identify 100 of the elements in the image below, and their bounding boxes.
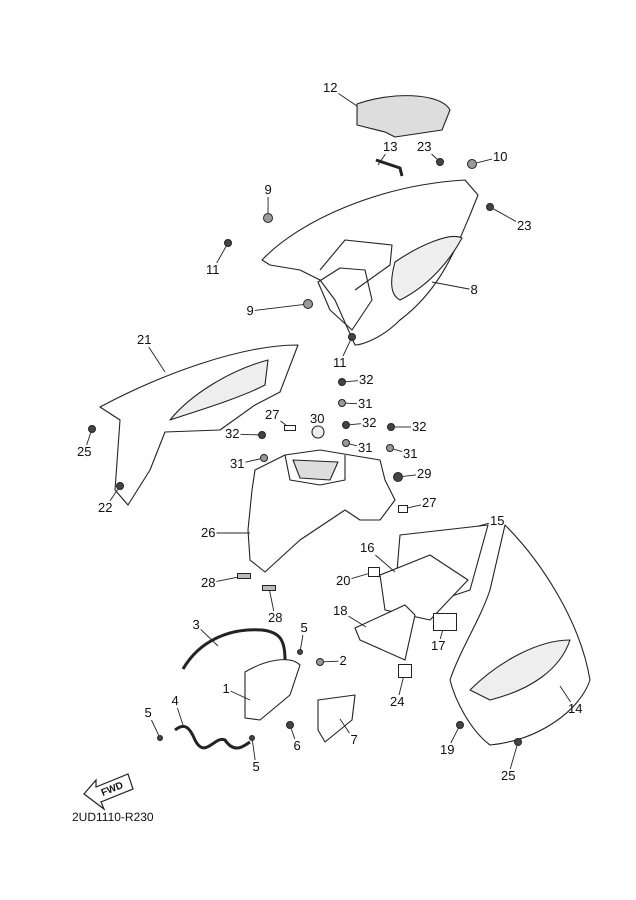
callout-number: 12 — [322, 81, 338, 95]
leader-line — [200, 628, 218, 646]
leader-line — [216, 246, 226, 264]
callout-number: 32 — [358, 373, 374, 387]
direction-label: FWD — [100, 780, 125, 799]
leader-line — [398, 678, 404, 696]
part-block — [433, 613, 457, 631]
fastener-head — [249, 735, 255, 741]
fastener-head — [338, 399, 346, 407]
callout-number: 31 — [229, 457, 246, 471]
leader-line — [560, 686, 572, 702]
callout-number: 11 — [205, 263, 220, 277]
fastener-head — [260, 454, 268, 462]
drawing-code: 2UD1110-R230 — [72, 810, 154, 824]
callout-number: 16 — [359, 541, 376, 555]
leader-line — [269, 590, 274, 612]
leader-line — [252, 740, 256, 760]
leader-line — [440, 630, 443, 640]
part-block — [368, 567, 380, 577]
fastener-head — [316, 658, 324, 666]
callout-number: 2 — [338, 654, 348, 668]
fastener-head — [342, 439, 350, 447]
leader-line — [86, 432, 92, 446]
leader-line — [402, 474, 416, 477]
callout-number: 5 — [252, 760, 261, 774]
fastener-head — [456, 721, 464, 729]
leader-line — [148, 346, 166, 372]
leader-line — [510, 745, 518, 770]
callout-number: 25 — [500, 769, 516, 783]
callout-number: 24 — [389, 695, 406, 709]
callout-number: 1 — [222, 682, 231, 696]
leader-line — [254, 304, 304, 311]
callout-number: 32 — [224, 427, 240, 441]
fastener-head — [342, 421, 350, 429]
leader-line — [342, 340, 351, 356]
part-block — [284, 425, 296, 431]
callout-number: 14 — [567, 702, 584, 716]
part-block — [237, 573, 251, 579]
callout-number: 9 — [246, 304, 255, 318]
leader-line — [280, 420, 286, 426]
callout-number: 20 — [335, 574, 352, 588]
callout-number: 5 — [144, 706, 153, 720]
leader-line — [476, 158, 492, 164]
callout-number: 28 — [200, 576, 216, 590]
callout-number: 3 — [192, 618, 201, 632]
fastener-head — [88, 425, 96, 433]
leader-line — [109, 488, 118, 502]
callout-number: 30 — [310, 411, 324, 426]
leader-line — [151, 720, 160, 736]
callout-number: 32 — [411, 420, 428, 434]
leader-line — [346, 380, 358, 382]
fastener-head — [303, 299, 313, 309]
leader-line — [240, 434, 258, 436]
callout-number: 4 — [170, 694, 180, 708]
callout-number: 28 — [267, 611, 284, 625]
fastener-head — [386, 444, 394, 452]
fastener-head — [514, 738, 522, 746]
fastener-head — [263, 213, 273, 223]
leader-line — [324, 660, 339, 662]
fastener-head — [338, 378, 346, 386]
callout-number: 10 — [492, 150, 508, 164]
fastener-head — [157, 735, 163, 741]
callout-number: 31 — [357, 441, 374, 455]
leader-line — [290, 728, 296, 740]
leader-line — [393, 448, 402, 452]
callout-number: 15 — [489, 514, 506, 528]
part-block — [398, 664, 412, 678]
callout-number: 7 — [350, 733, 359, 747]
fastener-head — [436, 158, 444, 166]
fastener-head — [224, 239, 232, 247]
callout-number: 32 — [361, 416, 378, 430]
fastener-head — [387, 423, 395, 431]
callout-number: 29 — [416, 467, 432, 481]
leader-line — [374, 554, 396, 572]
callout-number: 8 — [470, 283, 479, 297]
callout-number: 13 — [382, 140, 398, 154]
leader-line — [408, 504, 422, 508]
leader-line — [431, 154, 438, 160]
part-block — [262, 585, 276, 591]
callout-number: 26 — [200, 526, 216, 540]
leader-line — [351, 573, 368, 580]
callout-number: 18 — [332, 604, 348, 618]
part-block — [398, 505, 408, 513]
leader-line — [338, 93, 358, 106]
leader-line — [478, 522, 490, 526]
callout-number: 27 — [421, 496, 438, 510]
leader-line — [450, 728, 459, 744]
leader-line — [268, 196, 269, 214]
leader-line — [300, 634, 304, 650]
fastener-head — [486, 203, 494, 211]
callout-number: 19 — [439, 743, 456, 757]
fastener-head — [393, 472, 403, 482]
leader-line — [216, 576, 238, 582]
callout-number: 23 — [516, 219, 532, 233]
callout-number: 25 — [76, 445, 92, 459]
callout-number: 21 — [136, 333, 152, 347]
leader-line — [350, 423, 362, 426]
leader-line — [349, 444, 358, 446]
callout-number: 22 — [97, 501, 114, 515]
leader-line — [394, 426, 412, 428]
